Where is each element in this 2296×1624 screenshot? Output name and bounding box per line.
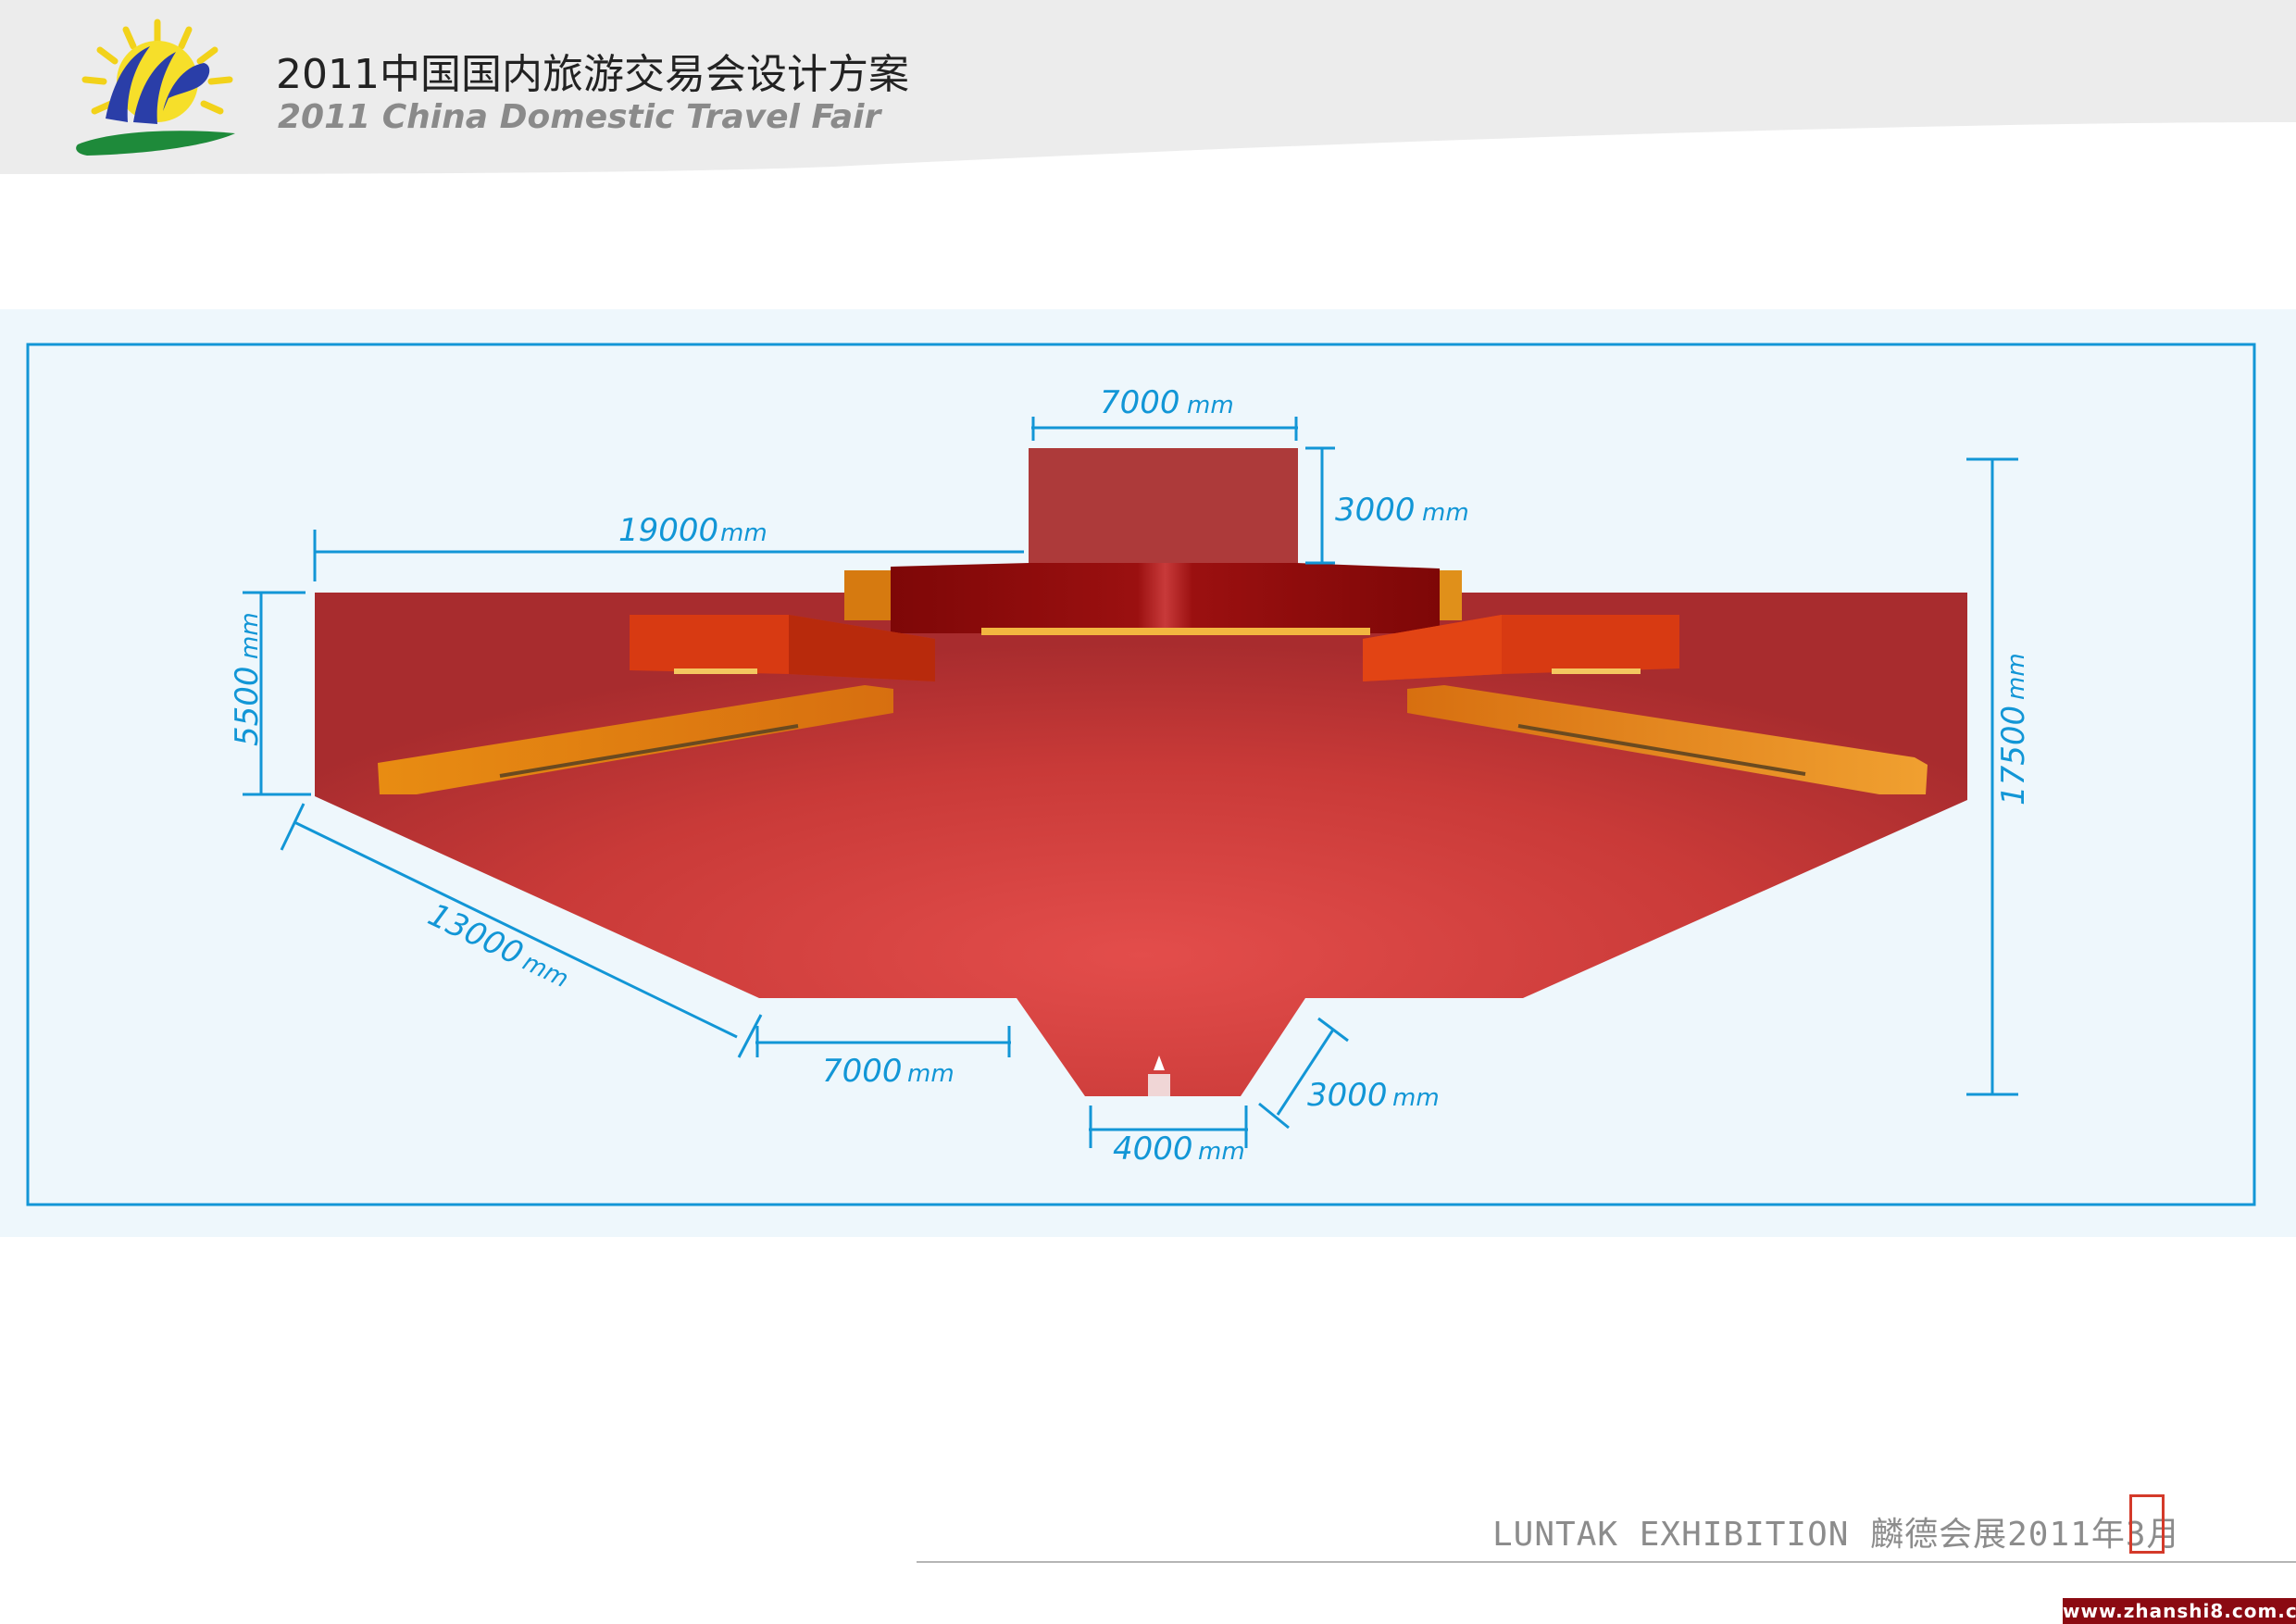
dim-left-height: 5500 mm: [229, 591, 311, 796]
back-wall: [891, 563, 1440, 633]
svg-text:mm: mm: [720, 519, 767, 547]
left-arm: [378, 685, 893, 794]
svg-text:mm: mm: [907, 1060, 955, 1088]
dim-bottom-left: 7000 mm: [755, 1026, 1011, 1090]
svg-text:mm: mm: [2003, 653, 2030, 700]
booth-plan-diagram: 7000 mm 3000 mm 19000 mm 5500 mm 13000 m…: [26, 343, 2256, 1206]
page-title: 2011中国国内旅游交易会设计方案: [276, 51, 909, 98]
left-arm-line: [499, 724, 799, 778]
rear-block: [1029, 448, 1298, 565]
page-subtitle: 2011 China Domestic Travel Fair: [278, 98, 881, 136]
svg-text:3000: 3000: [1307, 1077, 1388, 1114]
company-seal-icon: [2129, 1494, 2165, 1554]
svg-text:4000: 4000: [1113, 1131, 1193, 1168]
right-arm-line: [1517, 724, 1806, 776]
dim-top-width: 7000 mm: [1031, 384, 1298, 441]
dim-left-width: 19000 mm: [313, 512, 1024, 581]
svg-text:17500: 17500: [1995, 706, 2032, 806]
site-watermark: www.zhanshi8.com.cn: [2063, 1598, 2296, 1624]
left-cap: [844, 570, 891, 620]
right-counter-face: [1363, 615, 1502, 681]
right-arm: [1407, 685, 1928, 794]
footer-company: LUNTAK EXHIBITION 麟德会展2011年3月: [1492, 1516, 2181, 1554]
left-counter-light: [674, 668, 757, 674]
header-band: [0, 0, 2296, 174]
svg-text:mm: mm: [518, 948, 573, 993]
entrance-figure-icon: [1154, 1056, 1165, 1070]
svg-text:19000: 19000: [618, 512, 718, 549]
svg-text:mm: mm: [1392, 1084, 1440, 1112]
dim-total-height: 17500 mm: [1966, 457, 2032, 1096]
svg-text:7000: 7000: [1100, 384, 1180, 421]
svg-text:mm: mm: [236, 612, 264, 659]
dim-bottom-right: 3000 mm: [1258, 1017, 1440, 1130]
back-wall-light-strip: [981, 628, 1370, 635]
entrance-kiosk: [1148, 1074, 1170, 1096]
dim-top-depth: 3000 mm: [1305, 446, 1469, 565]
svg-text:mm: mm: [1198, 1138, 1245, 1166]
booth-floor: [315, 593, 1967, 1096]
dim-bottom-center: 4000 mm: [1089, 1106, 1248, 1168]
page-header: 2011中国国内旅游交易会设计方案 2011 China Domestic Tr…: [0, 0, 2296, 174]
plan-border: [26, 343, 2256, 1206]
svg-text:3000: 3000: [1335, 492, 1416, 529]
left-counter-face: [789, 615, 935, 681]
fair-logo-icon: [76, 19, 235, 156]
footer-divider: [917, 1561, 2296, 1563]
svg-text:13000: 13000: [422, 896, 529, 973]
svg-text:5500: 5500: [229, 666, 266, 746]
svg-text:mm: mm: [1187, 392, 1234, 419]
svg-text:mm: mm: [1422, 499, 1469, 527]
right-cap: [1438, 570, 1462, 620]
right-counter-light: [1552, 668, 1641, 674]
svg-text:7000: 7000: [822, 1053, 903, 1090]
